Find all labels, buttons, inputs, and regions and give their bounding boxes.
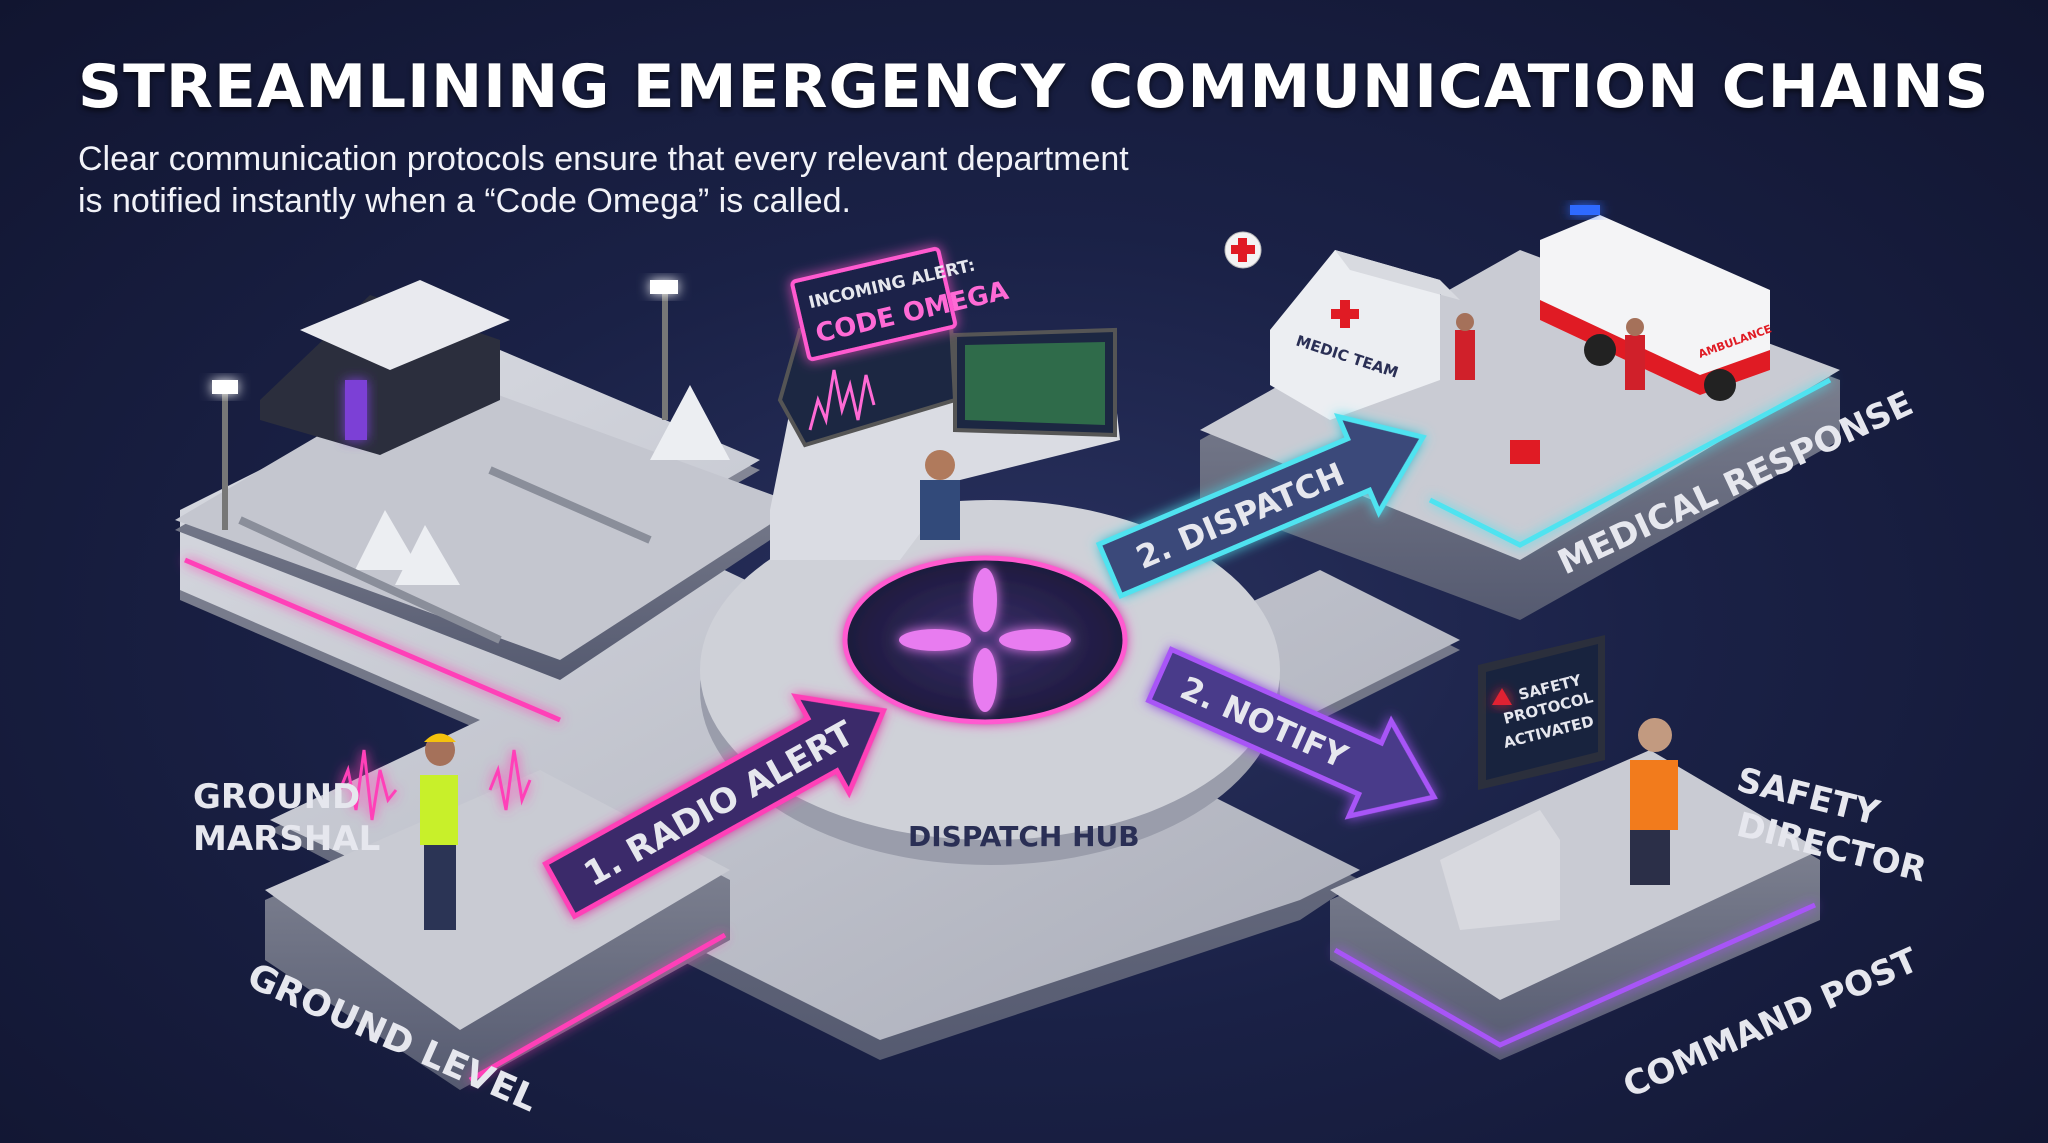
- page-subtitle: Clear communication protocols ensure tha…: [78, 138, 1129, 222]
- medic-figure: [1625, 318, 1645, 390]
- radio-wave-icon: [338, 749, 532, 821]
- dispatcher-figure: [920, 450, 960, 540]
- computer-monitor: SAFETY PROTOCOL ACTIVATED: [1478, 635, 1605, 790]
- festival-zone: [175, 280, 800, 723]
- subtitle-line2: is notified instantly when a “Code Omega…: [78, 182, 851, 220]
- ambulance: AMBULANCE: [1540, 205, 1773, 401]
- ground-marshal-label-line1: GROUND: [193, 777, 360, 817]
- medic-figure: [1455, 313, 1475, 380]
- subtitle-line1: Clear communication protocols ensure tha…: [78, 140, 1129, 178]
- first-aid-kit: [1510, 440, 1540, 464]
- command-post-zone: SAFETY PROTOCOL ACTIVATED: [1330, 635, 1820, 1060]
- medical-zone: MEDIC TEAM AMBULANCE: [1200, 205, 1840, 620]
- ground-marshal-figure: [420, 733, 458, 930]
- ground-marshal-label-line2: MARSHAL: [193, 819, 380, 859]
- safety-director-figure: [1630, 718, 1678, 885]
- hub-logo-icon: [899, 568, 1071, 712]
- page-title: STREAMLINING EMERGENCY COMMUNICATION CHA…: [78, 52, 1990, 122]
- dispatch-hub-label: DISPATCH HUB: [908, 820, 1140, 853]
